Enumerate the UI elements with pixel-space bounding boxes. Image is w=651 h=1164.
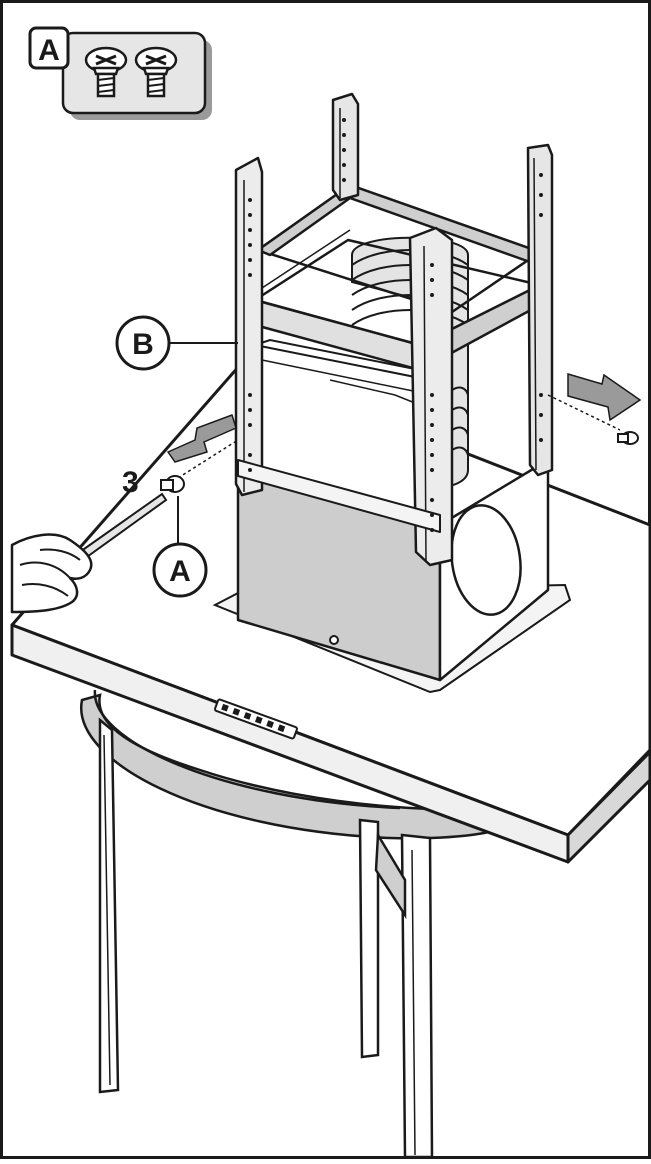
motor-box bbox=[236, 458, 550, 682]
screw-icon bbox=[617, 431, 639, 445]
parts-panel-label: A bbox=[38, 34, 60, 67]
arrow-left-icon bbox=[166, 414, 237, 463]
frame-uprights bbox=[234, 92, 554, 567]
guide-line-right bbox=[547, 394, 621, 431]
callout-a: A bbox=[152, 542, 208, 598]
hand-icon bbox=[10, 533, 93, 614]
arrow-right-icon bbox=[567, 372, 642, 422]
parts-panel: A bbox=[28, 26, 212, 120]
screw-icon bbox=[134, 46, 178, 98]
step-number: 3 bbox=[122, 466, 139, 499]
callout-b: B bbox=[115, 315, 238, 371]
upright-holes bbox=[248, 118, 543, 532]
air-outlet bbox=[450, 504, 522, 616]
screw-icon bbox=[160, 475, 185, 493]
screw-icon bbox=[84, 46, 128, 98]
callout-a-label: A bbox=[169, 555, 191, 588]
callout-b-label: B bbox=[132, 328, 154, 361]
